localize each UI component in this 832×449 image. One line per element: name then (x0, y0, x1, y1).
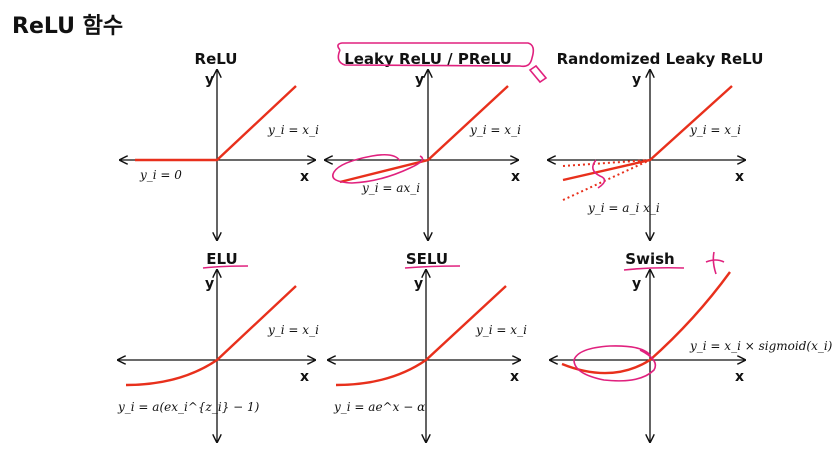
underline-annotation (404, 265, 461, 269)
x-axis-label: x (735, 169, 744, 185)
equation-swish: y_i = x_i × sigmoid(x_i) (689, 339, 832, 353)
y-axis-label: y (632, 276, 641, 292)
underline-annotation (623, 266, 685, 271)
y-axis-label: y (205, 276, 214, 292)
highlight-circle (337, 42, 535, 68)
negative-slope-highlight (332, 154, 424, 184)
x-axis-label: x (511, 169, 520, 185)
equation-positive: y_i = x_i (689, 123, 741, 137)
elu-curve (125, 285, 297, 387)
x-axis-label: x (735, 369, 744, 385)
pen-cursor-icon (528, 64, 548, 84)
panel-title-selu: SELU (406, 250, 448, 268)
y-axis-label: y (414, 276, 423, 292)
equation-positive: y_i = x_i (475, 323, 527, 337)
panel-title-leaky-relu: Leaky ReLU / PReLU (344, 50, 512, 68)
equation-negative: y_i = 0 (139, 168, 182, 182)
equation-negative: y_i = ae^x − α (333, 400, 425, 414)
selu-curve (335, 285, 507, 387)
panel-title-swish: Swish (625, 250, 674, 268)
slope-bound-lower (562, 159, 651, 201)
equation-positive: y_i = x_i (267, 123, 319, 137)
equation-positive: y_i = x_i (267, 323, 319, 337)
equation-negative: y_i = ax_i (361, 181, 420, 195)
equation-positive: y_i = x_i (469, 123, 521, 137)
leaky-relu-curve (339, 85, 509, 184)
y-axis-label: y (205, 72, 214, 88)
panel-randomized-leaky-relu: Randomized Leaky ReLU y x y_i = x_i y_i … (548, 50, 763, 240)
panel-leaky-relu: Leaky ReLU / PReLU y x y_i = x_i y_i = a… (325, 42, 548, 240)
x-axis-label: x (510, 369, 519, 385)
panel-title-elu: ELU (206, 250, 237, 268)
page-title: ReLU 함수 (12, 14, 124, 39)
swish-curve (561, 271, 731, 375)
underline-annotation (202, 265, 249, 269)
panel-title-relu: ReLU (195, 50, 238, 68)
panel-relu: ReLU y x y_i = x_i y_i = 0 (120, 50, 319, 240)
y-axis-label: y (632, 72, 641, 88)
x-axis-label: x (300, 169, 309, 185)
handwritten-mark (705, 251, 725, 275)
slope-range-mark (592, 159, 606, 189)
panel-swish: Swish y x y_i = x_i × sigmoid(x_i) (550, 250, 832, 442)
panel-title-randomized-leaky-relu: Randomized Leaky ReLU (557, 50, 764, 68)
negative-dip-highlight (573, 345, 657, 382)
equation-negative: y_i = a_i x_i (587, 201, 660, 215)
x-axis-label: x (300, 369, 309, 385)
panel-selu: SELU y x y_i = x_i y_i = ae^x − α (328, 250, 527, 442)
panel-elu: ELU y x y_i = x_i y_i = a(ex_i^{z_i} − 1… (117, 250, 319, 442)
equation-negative: y_i = a(ex_i^{z_i} − 1) (117, 400, 260, 414)
y-axis-label: y (415, 72, 424, 88)
relu-curve (135, 85, 297, 162)
